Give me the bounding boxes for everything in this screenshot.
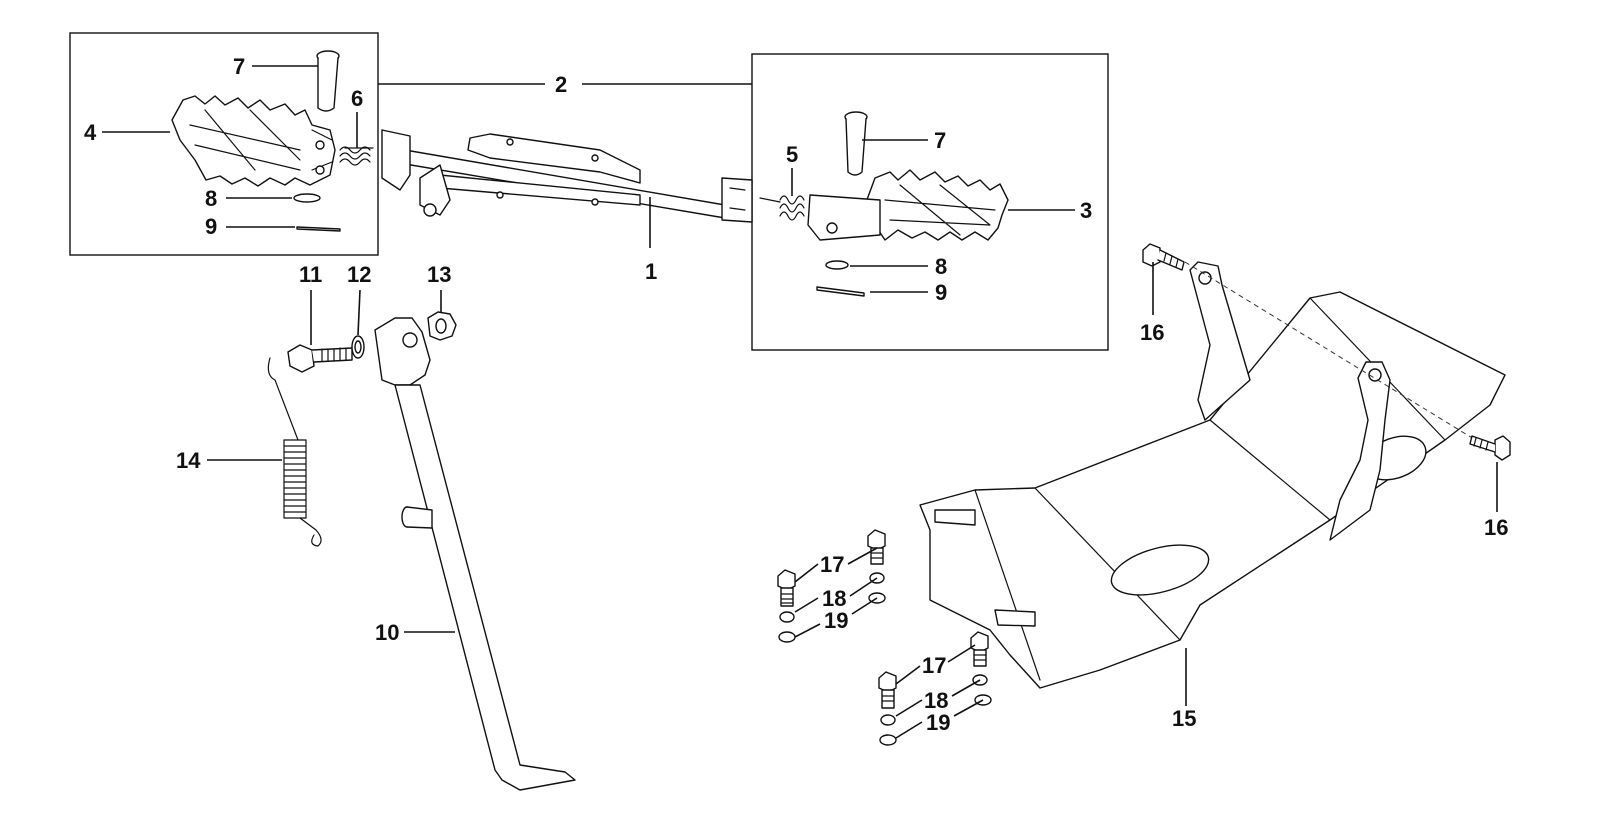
callout-2: 2 [555, 72, 567, 97]
left-footpeg-detail-box [69, 32, 379, 256]
callout-17-upper: 17 [820, 552, 844, 577]
right-footpeg-spring [759, 195, 805, 221]
callout-labels: 1 2 3 4 5 6 7 7 8 8 9 9 10 11 12 13 14 1… [84, 54, 1508, 735]
callout-15: 15 [1172, 706, 1196, 731]
skid-plate [919, 261, 1506, 689]
side-stand [374, 317, 576, 791]
callout-14: 14 [176, 448, 201, 473]
left-cotter-pin [296, 226, 341, 232]
callout-3: 3 [1080, 198, 1092, 223]
callout-19-lower: 19 [926, 710, 950, 735]
side-stand-washer [351, 335, 365, 359]
callout-11: 11 [299, 262, 322, 287]
right-cotter-pin [816, 286, 865, 297]
callout-9-right: 9 [935, 280, 947, 305]
callout-16-left: 16 [1140, 320, 1164, 345]
left-footpeg-pin [316, 50, 340, 112]
left-footpeg-washer [293, 193, 321, 203]
skid-plate-bolts-group-a [777, 529, 886, 643]
callout-12: 12 [347, 262, 371, 287]
callout-17-lower: 17 [922, 653, 946, 678]
callout-18-lower: 18 [924, 688, 948, 713]
skid-plate-bolt-right [1469, 435, 1511, 461]
left-footpeg [171, 95, 336, 187]
callout-19-upper: 19 [824, 608, 848, 633]
skid-plate-bolt-left [1142, 243, 1185, 271]
side-stand-nut [427, 311, 457, 341]
callout-1: 1 [645, 259, 657, 284]
callout-8-left: 8 [205, 186, 217, 211]
assembly-guide-line [1184, 261, 1501, 456]
side-stand-spring [267, 357, 322, 547]
footpeg-bracket [381, 129, 753, 223]
leader-lines [102, 65, 1498, 739]
callout-13: 13 [427, 262, 451, 287]
callout-18-upper: 18 [822, 586, 846, 611]
side-stand-bolt [287, 344, 353, 373]
right-footpeg-pin [844, 111, 868, 176]
callout-4: 4 [84, 120, 97, 145]
left-footpeg-spring [339, 146, 374, 166]
callout-8-right: 8 [935, 254, 947, 279]
callout-10: 10 [375, 620, 399, 645]
callout-7-left: 7 [233, 54, 245, 79]
callout-6: 6 [351, 86, 363, 111]
skid-plate-bolts-group-b [878, 631, 992, 746]
callout-7-right: 7 [934, 128, 946, 153]
callout-16-right: 16 [1484, 515, 1508, 540]
callout-9-left: 9 [205, 214, 217, 239]
right-footpeg [807, 169, 1009, 241]
callout-5: 5 [786, 142, 798, 167]
right-footpeg-washer [825, 260, 849, 270]
